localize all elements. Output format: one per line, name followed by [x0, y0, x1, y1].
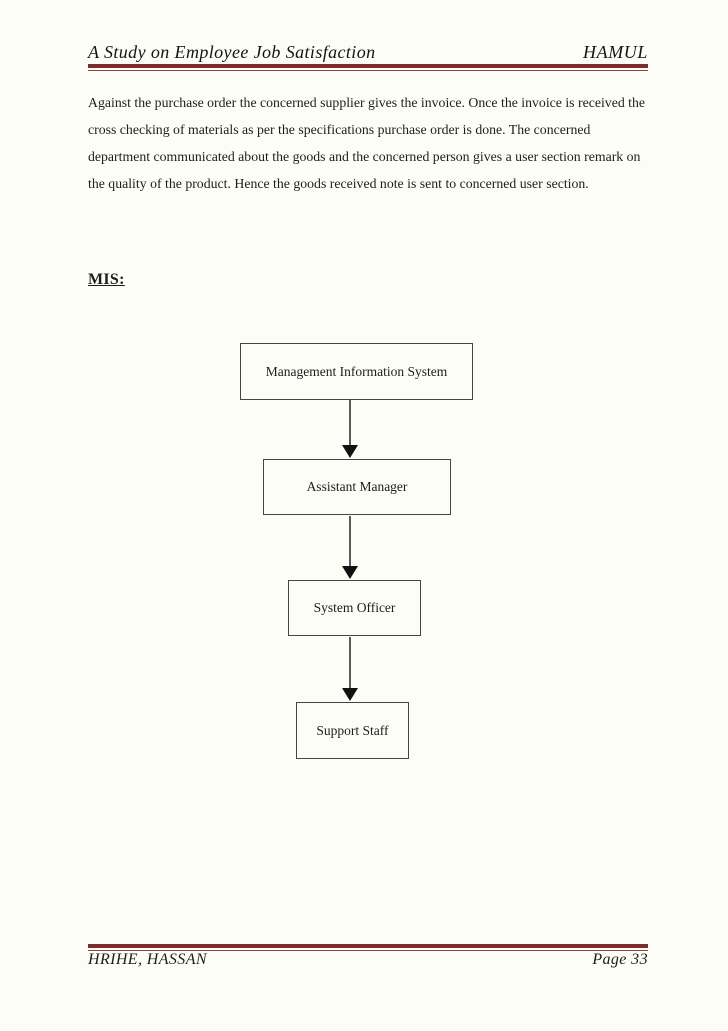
flowchart-node-label: Management Information System — [265, 363, 448, 379]
header-brand: HAMUL — [583, 42, 648, 62]
footer-rule — [88, 944, 648, 951]
flowchart-node-label: Assistant Manager — [306, 479, 408, 494]
body-paragraph: Against the purchase order the concerned… — [88, 95, 646, 191]
flowchart-node-support-staff: Support Staff — [296, 702, 409, 759]
arrow-shaft — [349, 516, 351, 566]
arrow-shaft — [349, 637, 351, 688]
arrow-connector-down — [342, 637, 358, 701]
arrow-head-icon — [342, 566, 358, 579]
arrow-head-icon — [342, 445, 358, 458]
footer-institution: HRIHE, HASSAN — [88, 951, 207, 968]
arrow-shaft — [349, 400, 351, 445]
footer-rule-thin-line — [88, 950, 648, 951]
arrow-connector-down — [342, 400, 358, 458]
footer-page-number: Page 33 — [592, 951, 648, 968]
flowchart-node-label: Support Staff — [316, 722, 389, 738]
header-rule — [88, 64, 648, 71]
flowchart-node-label: System Officer — [313, 600, 396, 615]
header-title: A Study on Employee Job Satisfaction — [88, 42, 376, 62]
section-heading-mis: MIS: — [88, 271, 125, 288]
arrow-connector-down — [342, 516, 358, 579]
header-rule-thick-line — [88, 64, 648, 68]
footer-rule-thick-line — [88, 944, 648, 948]
header-rule-thin-line — [88, 70, 648, 71]
flowchart-node-assistant-manager: Assistant Manager — [263, 459, 451, 515]
flowchart-node-management-information-system: Management Information System — [240, 343, 473, 400]
flowchart-node-system-officer: System Officer — [288, 580, 421, 636]
arrow-head-icon — [342, 688, 358, 701]
